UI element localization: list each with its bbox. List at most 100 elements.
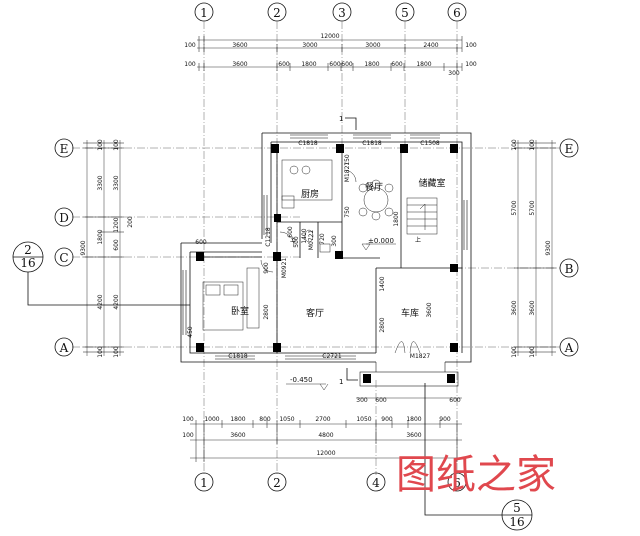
label-m0921: M0921: [281, 258, 288, 279]
axis-label-4-bottom: 4: [372, 476, 380, 490]
dim-bottom-r1-9: 900: [439, 416, 451, 423]
axis-label-E-left: E: [60, 142, 69, 156]
dim-top-total: 12000: [320, 33, 339, 40]
dim-left-i4: 4200: [113, 294, 120, 309]
dim-bottom-r1-1: 1000: [204, 416, 219, 423]
small-dim-3600: 3600: [426, 302, 433, 317]
detail-ref-2-16: 2 16: [12, 241, 190, 306]
dim-right-o2: 3600: [511, 300, 518, 315]
dims-left: 9300 100 3300 1800 4200 100 100 3300 120…: [80, 139, 134, 358]
dim-bottom-small-1: 600: [375, 397, 387, 404]
dim-bottom-r2-0: 100: [182, 432, 194, 439]
dim-top-r2-6: 1800: [364, 61, 379, 68]
axis-label-A-left: A: [59, 341, 69, 355]
dim-left-i2: 1200: [113, 217, 120, 232]
dim-left-i1: 3300: [113, 175, 120, 190]
elevation-floor: ±0.000: [361, 237, 396, 251]
dim-top-r2-4: 600: [329, 61, 341, 68]
axis-label-6-top: 6: [453, 6, 461, 20]
small-dim-300: 300: [331, 235, 338, 247]
dim-left-total: 9300: [80, 240, 87, 255]
axis-label-D-left: D: [59, 211, 69, 225]
detail-ref-bottom-a: 16: [20, 256, 35, 270]
dim-left-i5: 100: [113, 346, 120, 358]
watermark: 图纸之家: [396, 452, 556, 498]
label-m0721: M0721: [308, 230, 315, 251]
dim-right-o3: 100: [511, 346, 518, 358]
room-label-dining: 餐厅: [365, 181, 383, 193]
dim-right-o0: 100: [511, 139, 518, 151]
dim-right-i0: 100: [529, 139, 536, 151]
entry-steps: [359, 362, 459, 387]
dim-bottom-r1-3: 800: [259, 416, 271, 423]
axis-label-3-top: 3: [338, 6, 346, 20]
dim-top-r2-5: 600: [341, 61, 353, 68]
small-dim-600: 600: [195, 239, 207, 246]
stair-up-label-2: 上: [290, 236, 296, 244]
stair-up-label: 上: [415, 236, 421, 244]
dim-top-r1-1: 3600: [232, 42, 247, 49]
dim-top-r1-5: 100: [465, 42, 477, 49]
elevation-outside: -0.450: [286, 376, 329, 391]
dim-right-total: 9300: [545, 240, 552, 255]
small-dim-2800b: 2800: [379, 317, 386, 332]
axis-label-5-top: 5: [401, 6, 409, 20]
small-dim-500: 500: [293, 236, 300, 248]
axis-label-C-left: C: [59, 251, 68, 265]
elevation-outside-text: -0.450: [290, 376, 313, 384]
axis-label-6-bottom: 6: [453, 476, 461, 490]
dim-bottom-r1-6: 1050: [356, 416, 371, 423]
axis-bubbles-left: E D C A: [54, 138, 74, 357]
dim-top-r2-0: 100: [184, 61, 196, 68]
label-c1818-top-mid: C1818: [362, 140, 382, 147]
dim-bottom-r1-4: 1050: [279, 416, 294, 423]
dim-bottom-r1-0: 100: [182, 416, 194, 423]
small-dim-2800: 2800: [263, 304, 270, 319]
dim-bottom-small-2: 600: [449, 397, 461, 404]
dims-right: 100 5700 3600 100 100 5700 3600 100 9300: [511, 139, 556, 358]
dim-bottom-r2-2: 4800: [318, 432, 333, 439]
dim-bottom-small-0: 300: [356, 397, 368, 404]
small-dim-1400b: 1400: [301, 228, 308, 243]
room-label-living: 客厅: [306, 307, 324, 319]
axis-label-2-bottom: 2: [273, 476, 281, 490]
label-m1827: M1827: [410, 353, 431, 360]
dim-bottom-r2-1: 3600: [230, 432, 245, 439]
room-label-storage: 储藏室: [418, 177, 445, 189]
dim-top-r1-4: 2400: [423, 42, 438, 49]
dim-left-i3: 600: [113, 239, 120, 251]
dim-left-extra: 200: [127, 216, 134, 228]
detail-ref-5-16: 5 16: [424, 383, 533, 531]
axis-label-2-top: 2: [273, 6, 281, 20]
dim-left-o0: 100: [97, 139, 104, 151]
small-dim-1800: 1800: [393, 211, 400, 226]
dim-top-r2-9: 300: [448, 70, 460, 77]
axis-label-E-right: E: [565, 142, 574, 156]
dim-bottom-r1-8: 1800: [406, 416, 421, 423]
dim-left-i0: 100: [113, 139, 120, 151]
dim-bottom-total: 12000: [316, 450, 335, 457]
label-c1508: C1508: [420, 140, 440, 147]
axis-bubbles-bottom: 1 2 4 6: [194, 472, 467, 492]
dim-right-i3: 100: [529, 346, 536, 358]
building-walls: [180, 132, 472, 363]
dim-top-r2-10: 100: [465, 61, 477, 68]
small-dim-450: 450: [187, 326, 194, 338]
section-mark-top: 1: [339, 115, 357, 130]
label-c2721: C2721: [322, 353, 342, 360]
small-dim-750b: 750: [344, 206, 351, 218]
axis-bubbles-top: 1 2 3 5 6: [194, 2, 467, 22]
axis-label-B-right: B: [565, 262, 574, 276]
dim-top-r2-8: 1800: [416, 61, 431, 68]
dims-bottom: 300 600 600 100 1000 1800 800 1050 2700 …: [182, 397, 462, 462]
columns: [196, 144, 458, 383]
label-c1818-top-left: C1818: [298, 140, 318, 147]
label-m1821: M1821: [344, 162, 351, 183]
dim-left-o4: 100: [97, 346, 104, 358]
label-c1818-bottom: C1818: [228, 353, 248, 360]
dim-top-r2-1: 3600: [232, 61, 247, 68]
dims-top: 12000 100 3600 3000 3000 2400 100 100 36…: [184, 33, 477, 77]
dim-left-o2: 1800: [97, 229, 104, 244]
dim-right-i2: 3600: [529, 300, 536, 315]
